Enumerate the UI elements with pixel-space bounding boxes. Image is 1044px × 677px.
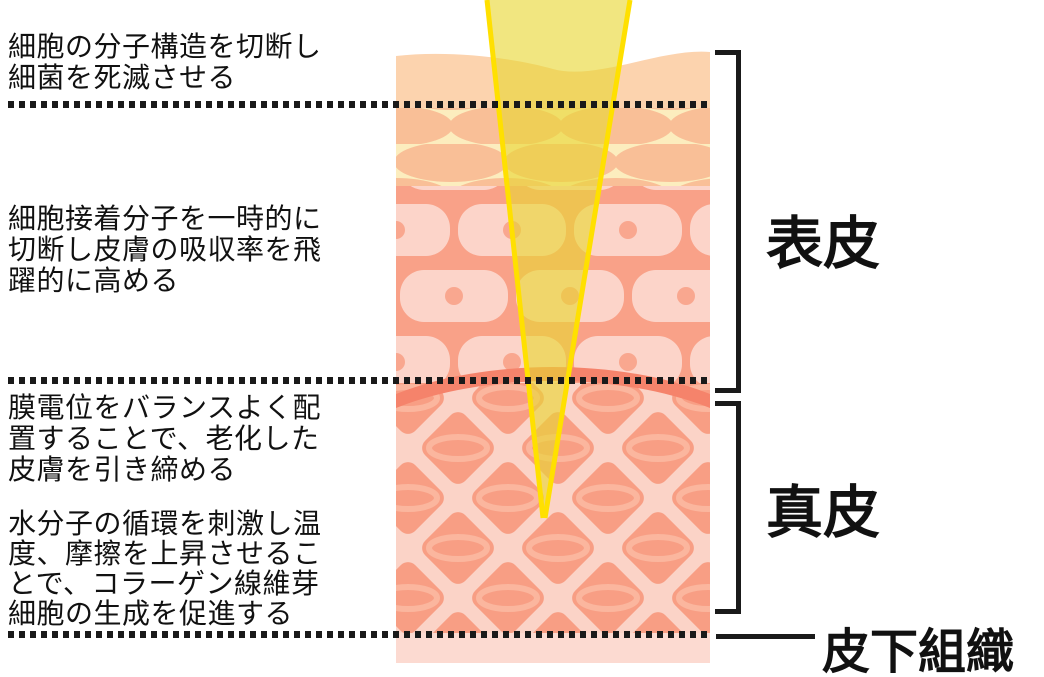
boundary-dotted-line-middle <box>8 377 710 384</box>
subcutaneous-layer <box>396 633 710 663</box>
annotation-tightening: 膜電位をバランスよく配 置することで、老化した 皮膚を引き締める <box>8 392 321 485</box>
skin-illustration <box>396 0 710 663</box>
epidermis-label: 表皮 <box>766 212 880 276</box>
dermis-label: 真皮 <box>766 481 880 545</box>
laser-beam <box>484 0 633 519</box>
annotation-collagen: 水分子の循環を刺激し温 度、摩擦を上昇させるこ とで、コラーゲン線維芽 細胞の生… <box>8 508 322 629</box>
epidermis-bracket <box>715 50 741 393</box>
boundary-dotted-line-top <box>8 101 710 108</box>
annotation-absorption: 細胞接着分子を一時的に 切断し皮膚の吸収率を飛 躍的に高める <box>8 203 322 296</box>
subcutaneous-label: 皮下組織 <box>822 626 1015 677</box>
subcutaneous-lead-line <box>716 634 815 639</box>
annotation-bactericidal: 細胞の分子構造を切断し 細菌を死滅させる <box>8 31 322 93</box>
boundary-dotted-line-bottom <box>8 631 710 638</box>
dermis-bracket <box>715 401 741 614</box>
